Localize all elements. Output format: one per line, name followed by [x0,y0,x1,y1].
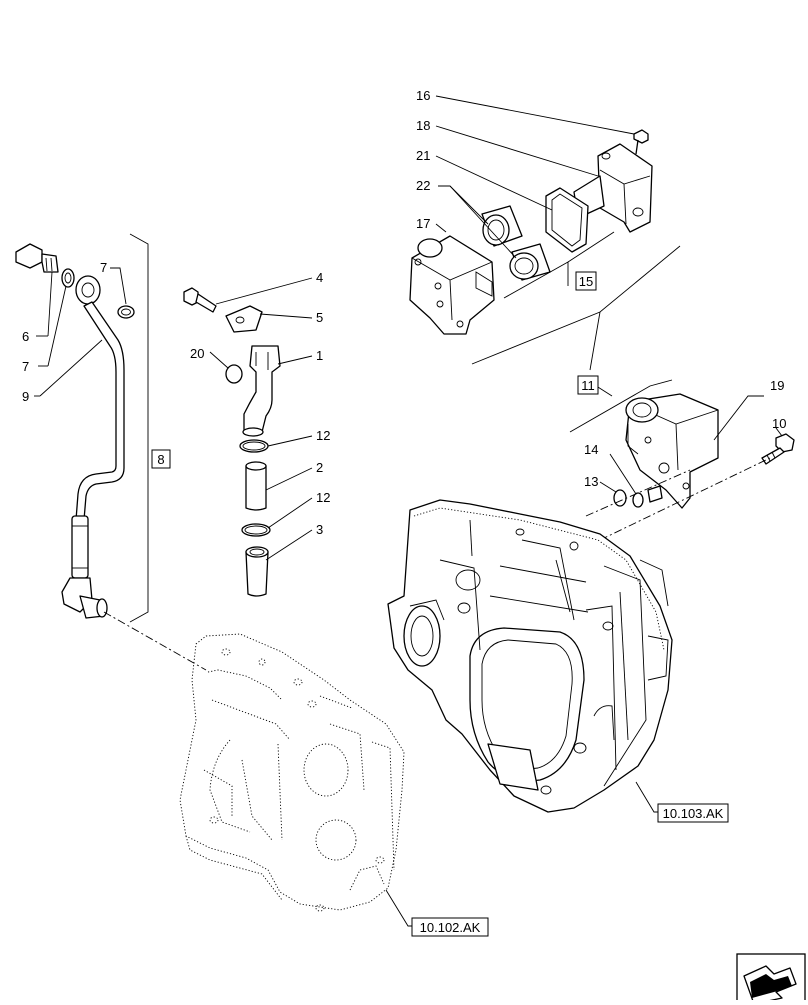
group-8-bracket [129,233,149,623]
callout-9: 9 [22,389,29,404]
callout-3: 3 [316,522,323,537]
hose-part-2 [245,461,267,511]
callout-4: 4 [316,270,323,285]
suction-parts: 4 5 1 20 12 2 12 3 [183,270,330,597]
callout-12-upper: 12 [316,428,330,443]
group-15-label: 15 [579,274,593,289]
ref-front-cover-label[interactable]: 10.102.AK [420,920,481,935]
ref-front-cover-box[interactable] [411,917,489,937]
washer-part-7-left [61,268,75,288]
cover-part-18 [573,143,653,233]
oil-pipe-part-9 [61,275,125,619]
group-11-box [577,375,599,395]
group-8-box [151,449,171,469]
callout-2: 2 [316,460,323,475]
callout-14: 14 [584,442,598,457]
next-page-arrow-icon[interactable] [736,953,806,1005]
callout-12-lower: 12 [316,490,330,505]
bolt-part-10: 10 [761,416,795,465]
group-11-label: 11 [581,378,595,393]
screw-part-4 [183,287,217,313]
callout-20: 20 [190,346,204,361]
clamp-part-12-lower [241,523,271,537]
exploded-housing-group: 15 16 18 21 22 17 [409,88,653,335]
housing-part-17 [409,235,495,335]
gasket-part-21 [545,187,589,253]
ref-flywheel-housing-label[interactable]: 10.103.AK [663,806,724,821]
banjo-bolt-part-6 [15,243,59,273]
bolt-part-16 [633,129,649,155]
callout-18: 18 [416,118,430,133]
flywheel-housing: 10.103.AK [387,499,729,823]
sleeve-part-22-upper [481,205,523,247]
callout-22: 22 [416,178,430,193]
sleeve-part-22-lower [509,243,551,281]
group-15-box [575,271,597,291]
ref-flywheel-housing-box[interactable] [657,803,729,823]
suction-pipe-part-1 [242,345,281,437]
callout-19: 19 [770,378,784,393]
front-cover: 10.102.AK [179,633,489,937]
suction-tube-part-3 [245,546,269,597]
callout-7-right: 7 [100,260,107,275]
washer-part-7-right [117,305,135,319]
oil-pipe-assembly: 8 6 7 9 7 [15,233,207,671]
o-ring-part-20 [225,364,243,384]
callout-17: 17 [416,216,430,231]
callout-5: 5 [316,310,323,325]
clamp-part-12-upper [239,439,269,453]
group-11-callout: 11 [471,245,681,433]
callout-7-left: 7 [22,359,29,374]
callout-6: 6 [22,329,29,344]
group-8-label: 8 [157,452,164,467]
clip-part-5 [225,305,263,333]
o-ring-part-14: 14 [584,442,663,508]
callout-10: 10 [772,416,786,431]
callout-21: 21 [416,148,430,163]
callout-13: 13 [584,474,598,489]
callout-16: 16 [416,88,430,103]
assembled-housing-part-19: 19 [625,378,784,509]
callout-1: 1 [316,348,323,363]
